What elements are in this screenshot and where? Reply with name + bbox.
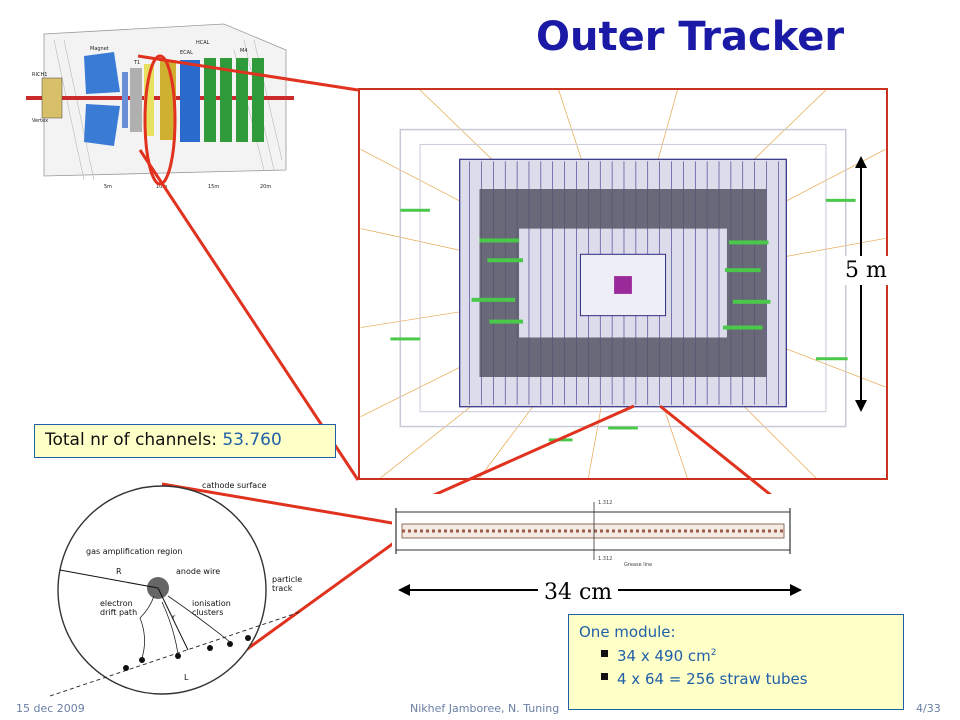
- module-size-text: 34 x 490 cm: [617, 647, 711, 665]
- slide-title: Outer Tracker: [536, 14, 845, 60]
- label-hcal: HCAL: [196, 40, 210, 46]
- label-grease-line: Grease line: [624, 562, 652, 568]
- bullet-icon: [601, 673, 608, 680]
- bullet-icon: [601, 650, 608, 657]
- module-box-title: One module:: [579, 623, 676, 641]
- channels-callout: Total nr of channels: 53.760: [34, 424, 336, 458]
- label-ecal: ECAL: [180, 50, 193, 56]
- channels-label: Total nr of channels:: [45, 430, 217, 450]
- inner-tracker-frame: [479, 188, 767, 378]
- label-R: R: [116, 567, 122, 576]
- label-clusters: clusters: [192, 608, 223, 617]
- track-hits: [390, 198, 856, 442]
- footer-date: 15 dec 2009: [16, 702, 85, 715]
- label-track: track: [272, 584, 293, 593]
- label-15m: 15m: [208, 184, 219, 190]
- module-size-sup: 2: [710, 648, 717, 658]
- label-particle: particle: [272, 575, 302, 584]
- channels-value: 53.760: [222, 430, 282, 450]
- label-20m: 20m: [260, 184, 271, 190]
- module-box-list: 34 x 490 cm2 4 x 64 = 256 straw tubes: [579, 647, 893, 688]
- label-ionisation: ionisation: [192, 599, 231, 608]
- label-module-dim-top: 1.312: [598, 500, 612, 506]
- label-rich1: RICH1: [32, 72, 47, 78]
- label-electron: electron: [100, 599, 133, 608]
- label-gas-amplification: gas amplification region: [86, 547, 182, 556]
- footer-page-number: 4/33: [916, 702, 941, 715]
- label-m4: M4: [240, 48, 248, 54]
- lhcb-detector-figure: Magnet RICH1 Vertex T1 ECAL HCAL M4 5m 1…: [24, 20, 294, 192]
- module-cross-section: 1.312 1.312 Grease line: [392, 494, 794, 568]
- straw-drift-cell-diagram: cathode surface gas amplification region…: [50, 481, 302, 697]
- module-box-item-size: 34 x 490 cm2: [579, 647, 893, 665]
- label-5m: 5m: [104, 184, 112, 190]
- height-dimension-label: 5 m: [840, 256, 892, 285]
- label-vertex: Vertex: [32, 118, 48, 124]
- outer-tracker-event-display: [358, 88, 888, 480]
- beampipe-marker: [614, 276, 632, 294]
- width-dimension-label: 34 cm: [538, 580, 619, 605]
- label-t1: T1: [133, 60, 140, 66]
- label-cathode-surface: cathode surface: [202, 481, 267, 490]
- label-module-dim-bottom: 1.312: [598, 556, 612, 562]
- module-tubes-text: 4 x 64 = 256 straw tubes: [617, 670, 808, 688]
- label-drift-path: drift path: [100, 608, 137, 617]
- label-r: r: [172, 613, 176, 622]
- module-info-box: One module: 34 x 490 cm2 4 x 64 = 256 st…: [568, 614, 904, 710]
- module-box-item-tubes: 4 x 64 = 256 straw tubes: [579, 670, 893, 688]
- label-anode-wire: anode wire: [176, 567, 220, 576]
- footer-presenter: Nikhef Jamboree, N. Tuning: [410, 702, 560, 715]
- label-L: L: [184, 673, 189, 682]
- label-magnet: Magnet: [90, 46, 109, 52]
